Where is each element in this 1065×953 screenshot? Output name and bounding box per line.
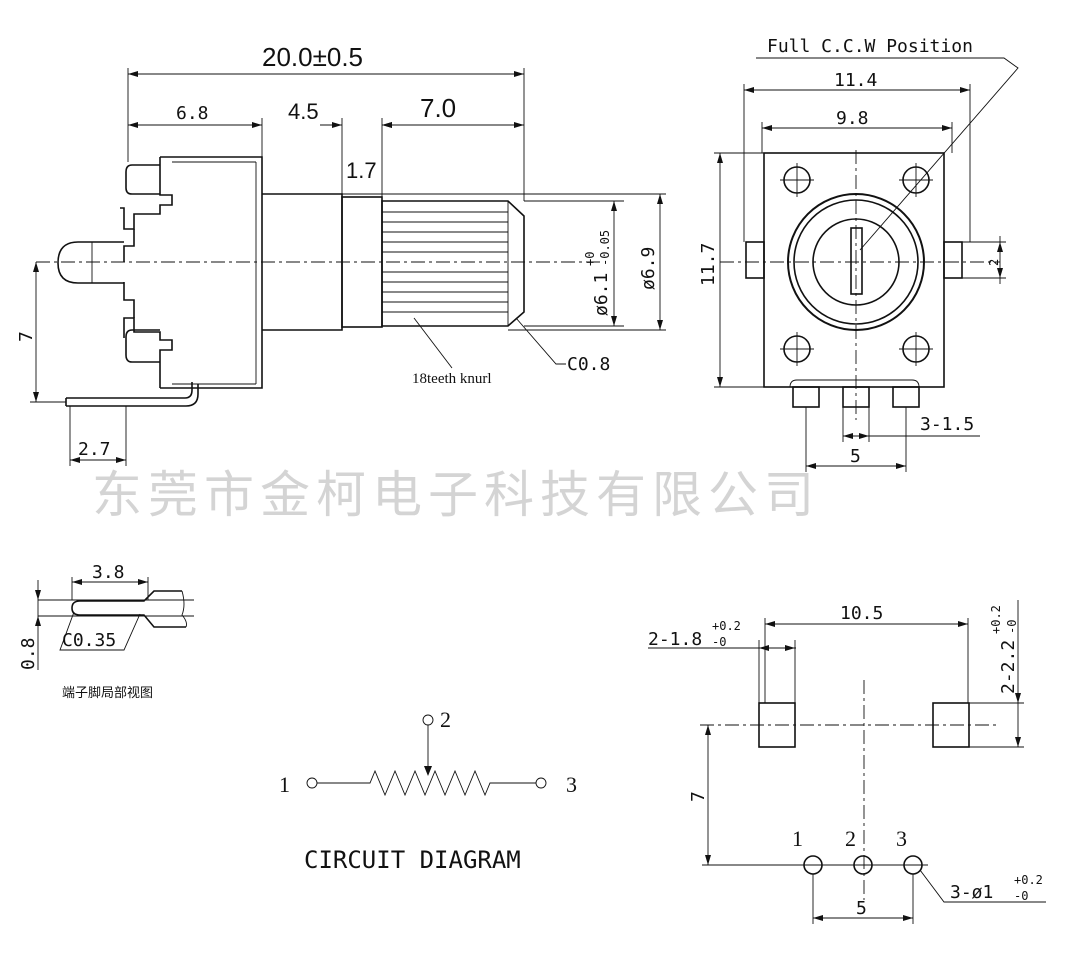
knurl-length-dim: 7.0 <box>420 93 456 123</box>
pin-offset-dim: 2.7 <box>78 439 111 460</box>
front-height-dim: 11.7 <box>698 243 719 286</box>
pin-hole-tol-upper: +0.2 <box>1014 873 1043 887</box>
circuit-diagram: 1 2 3 CIRCUIT DIAGRAM <box>279 707 577 874</box>
knurl-diameter-dim: ø6.9 <box>638 247 659 290</box>
side-view: 20.0±0.5 6.8 4.5 7.0 1.7 ø6.1 <box>16 42 666 466</box>
body-length-dim: 6.8 <box>176 103 209 124</box>
tab-hole-dim: 2-1.8 <box>648 629 702 650</box>
terminal-length-dim: 3.8 <box>92 562 125 583</box>
side-height-dim: 7 <box>16 331 37 342</box>
front-pin-span-dim: 5 <box>850 446 861 467</box>
knurl-lines <box>382 211 508 313</box>
pcb-pin-2: 2 <box>845 826 856 851</box>
pcb-pin-3: 3 <box>896 826 907 851</box>
terminal-detail: 3.8 0.8 C0.35 端子脚局部视图 <box>18 562 194 701</box>
overall-length-dim: 20.0±0.5 <box>262 42 363 72</box>
company-watermark: 东莞市金柯电子科技有限公司 <box>92 466 820 524</box>
tab-span-dim: 10.5 <box>840 603 883 624</box>
pin-spacing-dim: 3-1.5 <box>920 414 974 435</box>
circuit-title: CIRCUIT DIAGRAM <box>304 846 521 874</box>
pcb-pin-span-dim: 5 <box>856 898 867 919</box>
circuit-pin-2: 2 <box>440 707 451 732</box>
tab-height-tol-upper: +0.2 <box>989 605 1003 634</box>
shaft-diameter-dim: ø6.1 <box>591 273 612 316</box>
mounting-holes <box>780 163 933 366</box>
circuit-pin-3: 3 <box>566 772 577 797</box>
terminal-chamfer-dim: C0.35 <box>62 630 116 651</box>
pcb-layout: 2-1.8 +0.2 -0 10.5 2-2.2 +0.2 -0 7 1 2 3 <box>648 600 1046 924</box>
shaft-tolerance-upper: +0 <box>583 252 597 266</box>
terminal-caption: 端子脚局部视图 <box>62 685 153 701</box>
shaft-tolerance-lower: -0.05 <box>598 230 612 266</box>
full-ccw-note: Full C.C.W Position <box>767 36 973 57</box>
tab-height-tol-lower: -0 <box>1005 620 1019 634</box>
knurl-note: 18teeth knurl <box>412 371 492 387</box>
terminal-thickness-dim: 0.8 <box>18 637 39 670</box>
pin-hole-tol-lower: -0 <box>1014 889 1028 903</box>
pin-hole-dim: 3-ø1 <box>950 882 993 903</box>
tab-height-dim: 2-2.2 <box>998 640 1019 694</box>
tab-hole-tol-upper: +0.2 <box>712 619 741 633</box>
collar-length-dim: 1.7 <box>346 158 377 183</box>
chamfer-note: C0.8 <box>567 354 610 375</box>
pcb-vertical-dim: 7 <box>688 791 709 802</box>
front-view: Full C.C.W Position 11.4 9.8 11.7 2 <box>698 36 1019 472</box>
front-width-outer-dim: 11.4 <box>834 70 877 91</box>
bushing-gap-dim: 4.5 <box>288 99 319 124</box>
front-width-inner-dim: 9.8 <box>836 108 869 129</box>
circuit-pin-1: 1 <box>279 772 290 797</box>
tab-hole-tol-lower: -0 <box>712 635 726 649</box>
tab-width-dim: 2 <box>987 259 1001 266</box>
pcb-pin-1: 1 <box>792 826 803 851</box>
